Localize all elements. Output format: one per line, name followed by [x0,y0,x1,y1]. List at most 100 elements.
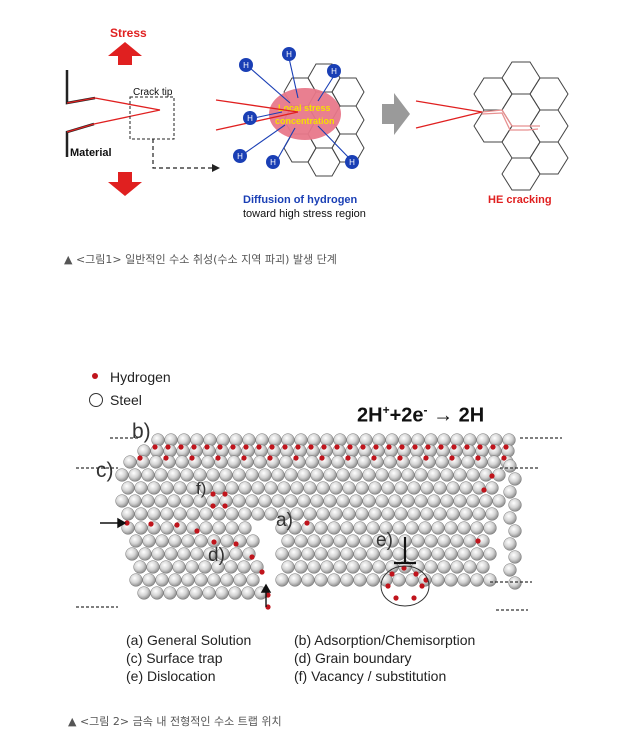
hydrogen-dot [347,444,353,450]
steel-atom [149,455,163,469]
steel-atom [444,547,458,561]
steel-atom [427,468,441,482]
steel-atom [277,481,291,495]
crack-into-lattice [215,99,299,131]
steel-atom [199,521,213,535]
steel-atom [201,455,215,469]
steel-atom [307,534,321,548]
steel-atom [284,468,298,482]
steel-atom [336,494,350,508]
zoom-dashed-arrow [152,139,212,169]
steel-atom [310,494,324,508]
steel-atom [155,534,169,548]
steel-atom [225,507,239,521]
hydrogen-dot [174,522,180,528]
steel-atom [241,586,255,600]
hydrogen-dot [178,444,184,450]
hydrogen-dot [210,491,216,497]
steel-atom [437,534,451,548]
steel-atom [466,494,480,508]
figure-2-caption: ▲ <그림 2> 금속 내 전형적인 수소 트랩 위치 [68,715,282,728]
steel-atom [463,560,477,574]
steel-atom [483,547,497,561]
steel-atom [508,576,522,590]
steel-atom [362,494,376,508]
steel-atom [457,547,471,561]
steel-atom [353,573,367,587]
steel-atom [168,534,182,548]
hydrogen-dot [501,455,507,461]
steel-atom [173,481,187,495]
diffusion-subtitle: toward high stress region [243,208,366,220]
steel-atom [173,507,187,521]
steel-atom [202,586,216,600]
hydrogen-dot [124,520,130,526]
steel-atom [154,468,168,482]
crack-tip-label: Crack tip [133,87,173,98]
steel-atom [224,560,238,574]
hydrogen-dot [222,491,228,497]
steel-atom [316,507,330,521]
steel-atom [297,494,311,508]
local-stress-label-1: Local stress [278,103,331,113]
steel-atom [245,494,259,508]
hydrogen-dot [419,583,425,589]
steel-atom [288,547,302,561]
hydrogen-dot [194,528,200,534]
steel-atom [167,494,181,508]
steel-atom [394,481,408,495]
steel-atom [418,547,432,561]
steel-atom [207,573,221,587]
steel-atom [199,507,213,521]
steel-atom [167,468,181,482]
steel-atom [121,481,135,495]
steel-atom [479,494,493,508]
steel-atom [508,524,522,538]
steel-atom [470,573,484,587]
steel-atom [185,560,199,574]
steel-atom [258,494,272,508]
steel-atom [407,507,421,521]
steel-atom [472,507,486,521]
steel-atom [424,534,438,548]
hydrogen-dot [163,455,169,461]
steel-atom [487,455,501,469]
steel-atom [125,547,139,561]
steel-atom [314,521,328,535]
steel-atom [492,494,506,508]
steel-atom [128,468,142,482]
steel-atom [461,455,475,469]
steel-atom [446,507,460,521]
steel-atom [160,521,174,535]
reaction-equation: 2H++2e- → 2H [357,403,484,428]
steel-atom [253,455,267,469]
steel-atom [181,573,195,587]
steel-atom [163,586,177,600]
steel-atom [307,560,321,574]
hydrogen-atoms [233,47,359,169]
steel-atom [180,468,194,482]
vacancy-circle-e [380,565,430,607]
steel-atom [175,455,189,469]
steel-atom [483,573,497,587]
steel-atom [246,534,260,548]
steel-atom [401,494,415,508]
steel-atom [340,547,354,561]
hydrogen-dot [249,554,255,560]
hydrogen-dot [477,444,483,450]
steel-atom [180,494,194,508]
steel-atom [279,455,293,469]
steel-atom [301,547,315,561]
steel-atom [294,560,308,574]
steel-atom [333,560,347,574]
steel-atom [229,547,243,561]
steel-atom [219,468,233,482]
eq-rhs: 2H [458,404,485,427]
steel-atom [115,494,129,508]
steel-atom [440,494,454,508]
hydrogen-dot [241,455,247,461]
steel-atom [450,534,464,548]
steel-atom [121,507,135,521]
steel-atom [194,573,208,587]
steel-atom [508,498,522,512]
